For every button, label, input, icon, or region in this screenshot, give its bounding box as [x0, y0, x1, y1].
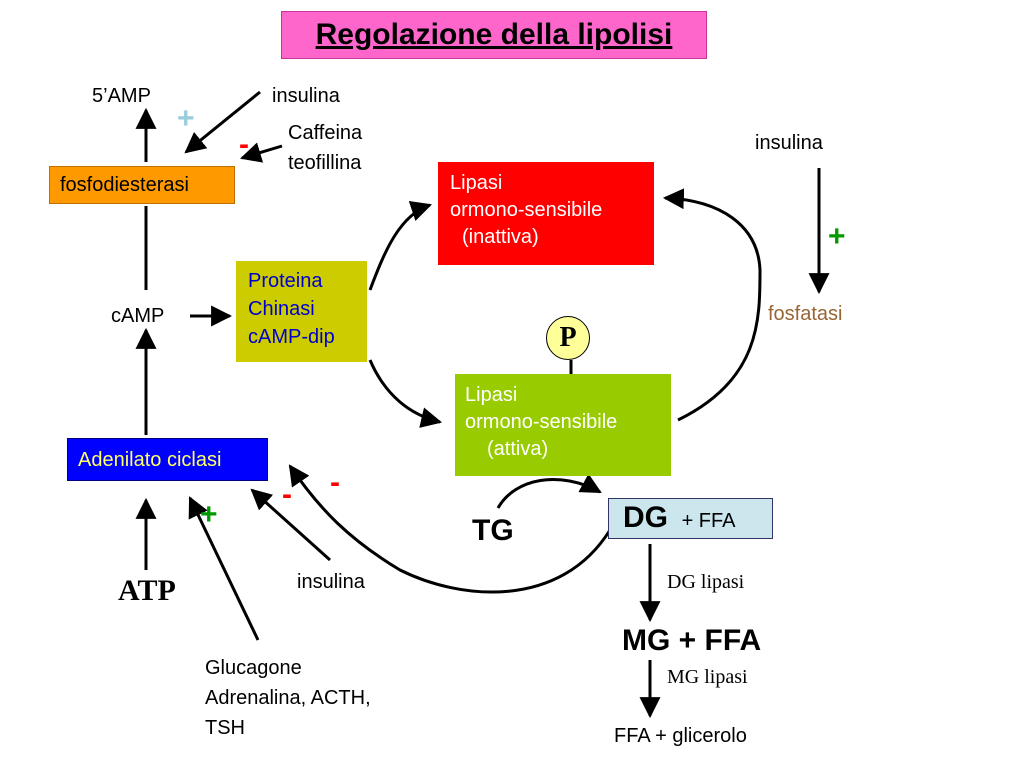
sign-minus-caffeina: -	[239, 128, 249, 161]
phosphate-badge: P	[546, 316, 590, 360]
label-dg-lipasi: DG lipasi	[667, 571, 745, 593]
diagram-title: Regolazione della lipolisi	[281, 11, 707, 59]
lipasi-inattiva-line-1: Lipasi	[450, 172, 503, 194]
curve-dg-feedback	[288, 464, 612, 594]
pk-line-3: cAMP-dip	[248, 326, 335, 348]
box-dg: DG + FFA	[608, 498, 773, 539]
lipasi-attiva-line-1: Lipasi	[465, 384, 518, 406]
curve-fosfatasi	[662, 188, 762, 422]
label-5amp: 5’AMP	[92, 85, 151, 107]
curve-pk-to-inattiva	[368, 201, 432, 291]
box-lipasi-attiva: Lipasi ormono-sensibile (attiva)	[455, 374, 671, 476]
sign-plus-insulina-top: +	[177, 102, 195, 135]
label-adrenalina-acth: Adrenalina, ACTH,	[205, 687, 371, 709]
box-fosfodiesterasi: fosfodiesterasi	[49, 166, 235, 204]
lipasi-inattiva-line-3: (inattiva)	[462, 226, 539, 248]
label-mg-lipasi: MG lipasi	[667, 666, 748, 688]
sign-minus-insulina-2: -	[330, 466, 340, 499]
lipasi-attiva-line-3: (attiva)	[487, 438, 549, 460]
label-fosfatasi: fosfatasi	[768, 303, 843, 325]
box-protein-kinase: Proteina Chinasi cAMP-dip	[236, 261, 367, 362]
label-teofillina: teofillina	[288, 152, 362, 174]
label-mg-ffa: MG + FFA	[622, 624, 762, 657]
curve-pk-to-attiva	[368, 359, 443, 428]
box-adenilato-ciclasi: Adenilato ciclasi	[67, 438, 268, 481]
pk-line-1: Proteina	[248, 270, 323, 292]
label-ffa-glicerolo: FFA + glicerolo	[614, 725, 747, 747]
lipasi-attiva-line-2: ormono-sensibile	[465, 411, 618, 433]
label-caffeina: Caffeina	[288, 122, 363, 144]
label-tg: TG	[472, 514, 514, 547]
dg-label: DG	[623, 501, 668, 534]
sign-plus-fosfatasi: +	[828, 220, 846, 253]
label-insulina-bottom: insulina	[297, 571, 365, 593]
box-lipasi-inattiva: Lipasi ormono-sensibile (inattiva)	[438, 162, 654, 265]
lipasi-inattiva-line-2: ormono-sensibile	[450, 199, 603, 221]
arrow-insulina-top	[184, 90, 261, 154]
label-glucagone: Glucagone	[205, 657, 302, 679]
sign-minus-insulina-1: -	[282, 478, 292, 511]
arrow-glucagone	[188, 496, 260, 641]
sign-plus-glucagone: +	[200, 498, 218, 531]
dg-ffa-label: + FFA	[681, 510, 736, 532]
label-tsh: TSH	[205, 717, 245, 739]
curve-tg-to-dg	[496, 473, 602, 509]
arrow-caffeina	[239, 142, 283, 163]
pk-line-2: Chinasi	[248, 298, 315, 320]
label-camp: cAMP	[111, 305, 165, 327]
label-atp: ATP	[118, 574, 176, 607]
label-insulina-top: insulina	[272, 85, 340, 107]
label-insulina-right: insulina	[755, 132, 823, 154]
arrow-insulina-bottom	[250, 488, 332, 562]
